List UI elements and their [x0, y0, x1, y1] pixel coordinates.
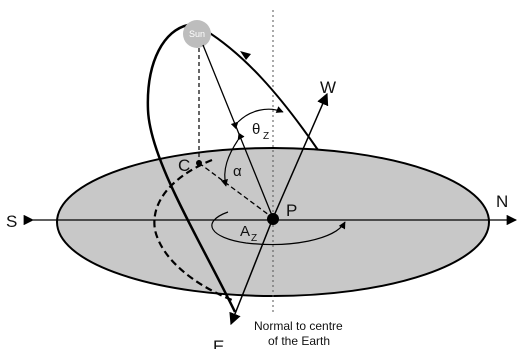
normal-caption-line2: of the Earth	[268, 334, 330, 348]
east-label: E	[213, 337, 224, 349]
point-p	[267, 213, 279, 225]
azimuth-label: A	[240, 223, 250, 240]
sun-path-front	[146, 23, 237, 313]
south-label: S	[6, 212, 17, 231]
azimuth-subscript: Z	[251, 233, 257, 244]
theta-arc	[230, 106, 284, 130]
west-axis	[272, 92, 329, 219]
c-to-p-line	[198, 162, 274, 219]
sun-path-arrow	[240, 51, 251, 60]
point-c-label: C	[178, 156, 190, 175]
north-label: N	[496, 192, 508, 211]
azimuth-arc	[211, 211, 346, 246]
west-label: W	[320, 78, 336, 97]
theta-subscript: Z	[263, 131, 269, 142]
alpha-arc	[220, 132, 245, 187]
theta-label: θ	[252, 121, 260, 138]
sun-path-back	[153, 158, 233, 302]
point-p-label: P	[286, 201, 297, 220]
normal-caption-line1: Normal to centre	[254, 319, 343, 333]
sun-path-upper	[204, 29, 319, 151]
alpha-label: α	[233, 163, 242, 180]
sun-ray	[202, 44, 274, 219]
sun-label: Sun	[189, 29, 205, 39]
point-c	[196, 160, 202, 166]
east-axis	[229, 217, 274, 326]
sun-circle	[183, 20, 211, 48]
